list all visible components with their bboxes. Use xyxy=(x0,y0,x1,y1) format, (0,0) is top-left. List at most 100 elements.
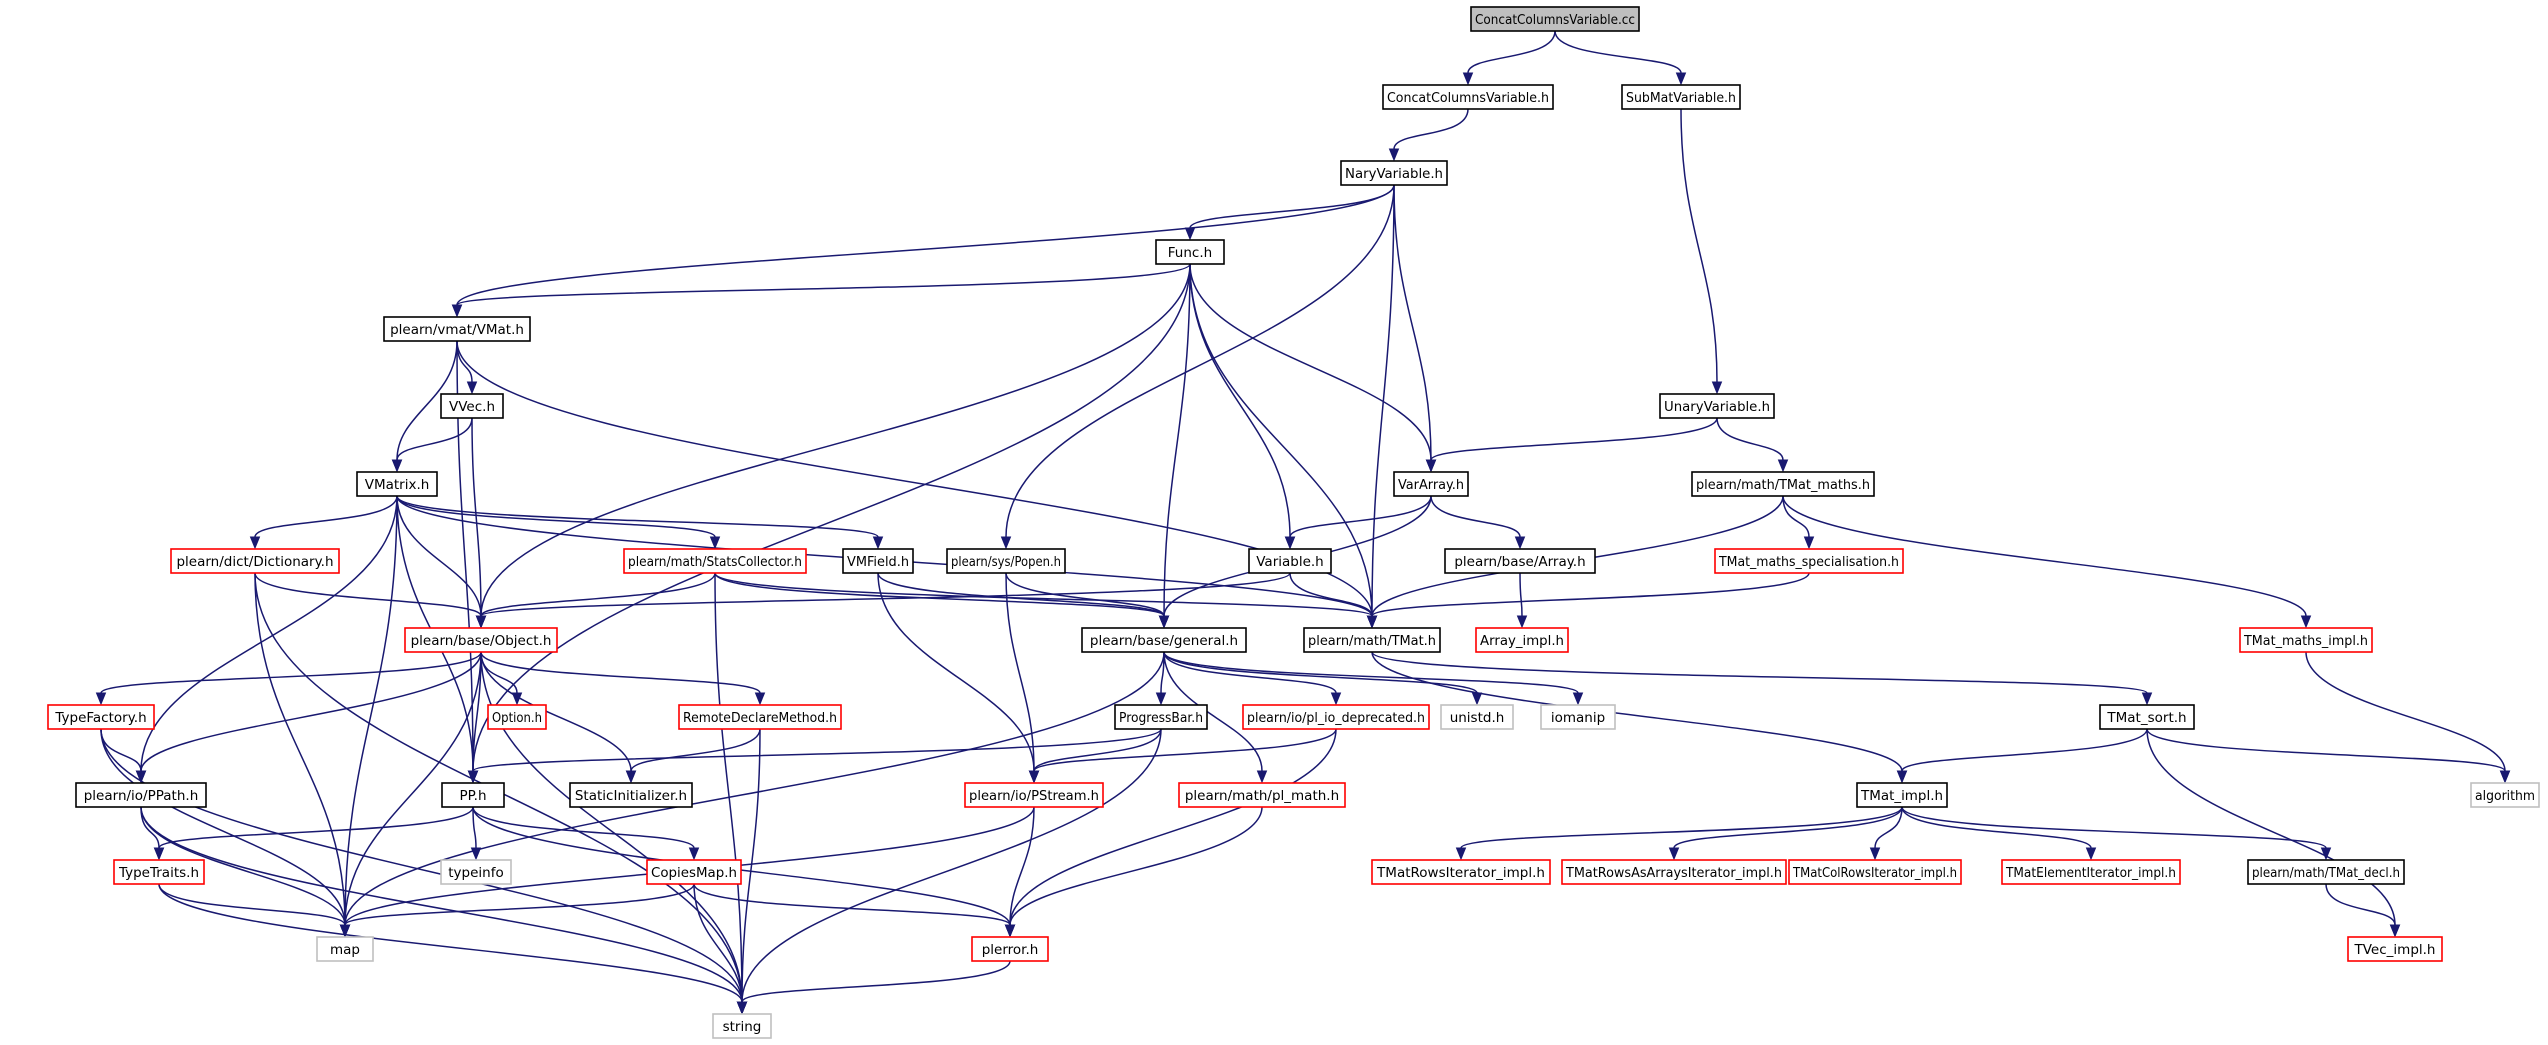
arrowhead xyxy=(1471,692,1483,706)
arrowhead xyxy=(391,459,403,473)
node-plearn-vmat-vmat-h[interactable]: plearn/vmat/VMat.h xyxy=(383,316,531,342)
node-label: plearn/math/TMat.h xyxy=(1308,633,1436,649)
node-box xyxy=(440,859,512,885)
node-vvec-h[interactable]: VVec.h xyxy=(440,393,504,419)
node-func-h[interactable]: Func.h xyxy=(1155,239,1225,265)
arrowhead xyxy=(153,847,165,861)
node-plearn-sys-popen-h[interactable]: plearn/sys/Popen.h xyxy=(946,548,1066,574)
node-variable-h[interactable]: Variable.h xyxy=(1248,548,1332,574)
node-box xyxy=(2247,859,2405,885)
node-box xyxy=(1178,782,1346,808)
node-tvec-impl-h[interactable]: TVec_impl.h xyxy=(2347,936,2443,962)
edge-line xyxy=(456,263,1191,306)
node-concatcolumnsvariable-h[interactable]: ConcatColumnsVariable.h xyxy=(1382,84,1554,110)
node-submatvariable-h[interactable]: SubMatVariable.h xyxy=(1621,84,1741,110)
arrowhead xyxy=(2300,615,2312,629)
dependency-edge-plearn-dict-dictionary-h-to-plearn-base-object-h xyxy=(254,572,487,629)
edge-line xyxy=(480,572,1291,617)
dependency-edge-plearn-base-general-h-to-unistd-h xyxy=(1163,651,1483,706)
node-plearn-math-tmat-maths-h[interactable]: plearn/math/TMat_maths.h xyxy=(1691,471,1875,497)
arrowhead xyxy=(1425,459,1437,473)
node-plearn-base-object-h[interactable]: plearn/base/Object.h xyxy=(404,627,558,653)
edge-line xyxy=(472,806,695,849)
edge-line xyxy=(456,184,1395,306)
node-label: TVec_impl.h xyxy=(2354,942,2436,958)
arrowhead xyxy=(1004,924,1016,938)
dependency-edge-vvec-h-to-vmatrix-h xyxy=(391,417,473,473)
node-plearn-io-ppath-h[interactable]: plearn/io/PPath.h xyxy=(75,782,207,808)
node-plearn-base-general-h[interactable]: plearn/base/general.h xyxy=(1081,627,1247,653)
node-plearn-math-statscollector-h[interactable]: plearn/math/StatsCollector.h xyxy=(623,548,807,574)
node-pp-h[interactable]: PP.h xyxy=(441,782,505,808)
node-tmat-maths-impl-h[interactable]: TMat_maths_impl.h xyxy=(2239,627,2373,653)
node-plearn-io-pl-io-deprecated-h[interactable]: plearn/io/pl_io_deprecated.h xyxy=(1242,704,1430,730)
arrowhead xyxy=(1155,692,1167,706)
node-box xyxy=(1691,471,1875,497)
edge-line xyxy=(1680,108,1718,383)
node-tmatrowsasarraysiterator-impl-h[interactable]: TMatRowsAsArraysIterator_impl.h xyxy=(1561,859,1787,885)
node-tmatcolrowsiterator-impl-h[interactable]: TMatColRowsIterator_impl.h xyxy=(1788,859,1962,885)
edge-line xyxy=(2305,651,2506,772)
node-box xyxy=(623,548,807,574)
node-box xyxy=(2099,704,2195,730)
node-plearn-math-pl-math-h[interactable]: plearn/math/pl_math.h xyxy=(1178,782,1346,808)
edge-line xyxy=(1189,263,1291,538)
node-box xyxy=(47,704,155,730)
node-staticinitializer-h[interactable]: StaticInitializer.h xyxy=(569,782,693,808)
node-box xyxy=(1444,548,1596,574)
dependency-edge-naryvariable-h-to-vararray-h xyxy=(1393,184,1437,473)
edge-line xyxy=(100,651,482,694)
node-array-impl-h[interactable]: Array_impl.h xyxy=(1475,627,1569,653)
node-tmatelementiterator-impl-h[interactable]: TMatElementIterator_impl.h xyxy=(2001,859,2181,885)
arrowhead xyxy=(2389,924,2401,938)
node-copiesmap-h[interactable]: CopiesMap.h xyxy=(646,859,742,885)
node-tmatrowsiterator-impl-h[interactable]: TMatRowsIterator_impl.h xyxy=(1371,859,1551,885)
node-plerror-h[interactable]: plerror.h xyxy=(971,936,1049,962)
node-vmatrix-h[interactable]: VMatrix.h xyxy=(356,471,438,497)
node-tmat-maths-specialisation-h[interactable]: TMat_maths_specialisation.h xyxy=(1714,548,1904,574)
node-typetraits-h[interactable]: TypeTraits.h xyxy=(113,859,205,885)
node-plearn-dict-dictionary-h[interactable]: plearn/dict/Dictionary.h xyxy=(170,548,340,574)
edge-line xyxy=(254,572,482,617)
edge-layer xyxy=(95,30,2511,1015)
node-box xyxy=(170,548,340,574)
node-plearn-io-pstream-h[interactable]: plearn/io/PStream.h xyxy=(964,782,1104,808)
node-box xyxy=(440,393,504,419)
dependency-edge-submatvariable-h-to-unaryvariable-h xyxy=(1680,108,1723,395)
node-label: TMat_impl.h xyxy=(1860,788,1943,804)
node-progressbar-h[interactable]: ProgressBar.h xyxy=(1114,704,1208,730)
edge-line xyxy=(456,340,1373,617)
dependency-edge-vararray-h-to-plearn-base-array-h xyxy=(1430,495,1526,550)
node-box xyxy=(1242,704,1430,730)
edge-line xyxy=(344,883,695,926)
edge-line xyxy=(2325,883,2396,926)
node-vararray-h[interactable]: VarArray.h xyxy=(1393,471,1469,497)
arrowhead xyxy=(1028,770,1040,784)
node-unaryvariable-h[interactable]: UnaryVariable.h xyxy=(1659,393,1775,419)
arrowhead xyxy=(709,536,721,550)
arrowhead xyxy=(135,770,147,784)
node-tmat-sort-h[interactable]: TMat_sort.h xyxy=(2099,704,2195,730)
node-vmfield-h[interactable]: VMField.h xyxy=(842,548,914,574)
node-typefactory-h[interactable]: TypeFactory.h xyxy=(47,704,155,730)
edge-line xyxy=(480,572,716,617)
edge-line xyxy=(158,806,474,849)
edge-line xyxy=(714,572,1373,617)
node-label: NaryVariable.h xyxy=(1345,166,1443,182)
node-option-h[interactable]: Option.h xyxy=(487,704,547,730)
node-plearn-math-tmat-decl-h[interactable]: plearn/math/TMat_decl.h xyxy=(2247,859,2405,885)
node-plearn-base-array-h[interactable]: plearn/base/Array.h xyxy=(1444,548,1596,574)
node-tmat-impl-h[interactable]: TMat_impl.h xyxy=(1856,782,1948,808)
dependency-edge-tmat-impl-h-to-tmatrowsasarraysiterator-impl-h xyxy=(1668,806,1903,861)
edge-line xyxy=(344,651,482,926)
node-box xyxy=(1470,6,1640,32)
node-box xyxy=(1540,704,1616,730)
node-plearn-math-tmat-h[interactable]: plearn/math/TMat.h xyxy=(1303,627,1441,653)
node-concatcolumnsvariable-cc[interactable]: ConcatColumnsVariable.cc xyxy=(1470,6,1640,32)
node-remotedeclaremethod-h[interactable]: RemoteDeclareMethod.h xyxy=(678,704,842,730)
node-box xyxy=(1714,548,1904,574)
arrowhead xyxy=(754,692,766,706)
dependency-edge-vmatrix-h-to-plearn-math-statscollector-h xyxy=(396,495,721,550)
node-naryvariable-h[interactable]: NaryVariable.h xyxy=(1340,160,1448,186)
